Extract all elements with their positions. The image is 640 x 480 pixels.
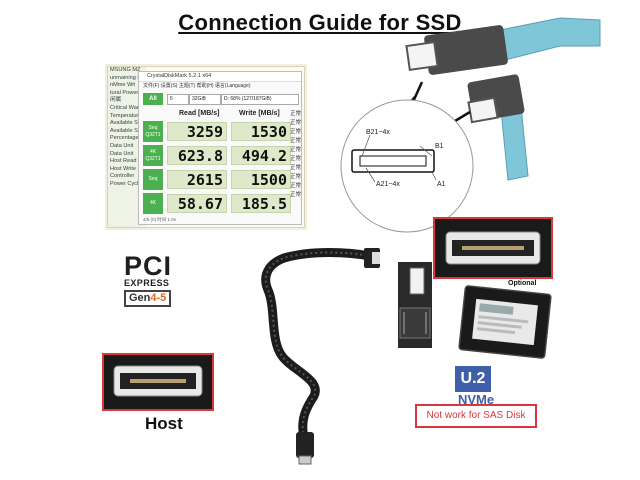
status-text: 正常 <box>290 147 302 153</box>
ssd-label-line <box>476 327 516 335</box>
smart-line: Percentage <box>110 135 139 142</box>
pinout-pins <box>359 155 427 167</box>
leader-line <box>419 145 433 157</box>
pci-logo-text: PCI <box>124 251 173 281</box>
leader-line <box>361 134 371 157</box>
cable-bottom-plug <box>298 455 312 465</box>
status-text: 正常 <box>290 174 302 180</box>
menu-bar: 文件(F) 设置(S) 主题(T) 帮助(H) 语言(Language) <box>143 83 251 89</box>
cable-top-plug <box>372 252 380 264</box>
status-text: 正常 <box>290 111 302 117</box>
write-value: 494.2 <box>231 146 291 165</box>
test-4k-button[interactable]: 4K <box>143 193 163 214</box>
window-title: CrystalDiskMark 5.2.1 x64 <box>139 72 301 82</box>
page-title: Connection Guide for SSD <box>178 10 462 35</box>
smart-line: 闲属 <box>110 97 122 104</box>
write-value: 185.5 <box>231 194 291 213</box>
leader-line <box>431 171 437 181</box>
smart-line: unmaining De <box>110 74 145 81</box>
sas-warning-badge: Not work for SAS Disk <box>415 404 537 428</box>
pci-express-badge: PCI EXPRESS Gen4-5 <box>124 252 186 308</box>
port-contacts <box>130 379 186 383</box>
read-value: 58.67 <box>167 194 227 213</box>
write-value: 1500 <box>231 170 291 189</box>
status-text: 正常 <box>290 183 302 189</box>
smart-line: nMme Wri <box>110 82 136 89</box>
connector-plug <box>467 96 499 124</box>
angled-connector-illustration <box>467 74 529 181</box>
straight-connector-illustration <box>405 17 601 75</box>
leader-line <box>365 167 376 183</box>
connector-body <box>424 25 508 75</box>
nvme-logo: NVMe <box>458 392 495 407</box>
smart-line: Temperature <box>110 112 142 119</box>
smart-line: Host Read <box>110 158 137 165</box>
count-select[interactable]: 5 <box>167 94 189 105</box>
cable-bottom-connector <box>296 432 314 458</box>
pin-label-top: B21~4x <box>366 129 390 136</box>
read-header: Read [MB/s] <box>179 110 220 117</box>
read-value: 2615 <box>167 170 227 189</box>
smart-line: Data Unit <box>110 142 134 149</box>
read-value: 623.8 <box>167 146 227 165</box>
size-select[interactable]: 32GiB <box>189 94 221 105</box>
smart-line: Controller <box>110 173 135 180</box>
gen-numbers: 4-5 <box>150 292 167 304</box>
benchmark-screenshot: MSUNG MZ unmaining De nMme Wri tural Pow… <box>107 66 305 228</box>
smart-line: MSUNG MZ <box>110 67 141 73</box>
ssd-label-line <box>478 315 529 324</box>
smart-line: Data Unit <box>110 150 134 157</box>
ssd-label-stripe <box>478 303 514 315</box>
port-contacts <box>462 246 524 250</box>
ssd-illustration <box>458 285 552 359</box>
adapter-port <box>409 267 425 295</box>
pin-label-bottom: A21~4x <box>376 181 400 188</box>
test-seq-button[interactable]: Seq <box>143 169 163 190</box>
all-button[interactable]: All <box>143 93 163 105</box>
status-text: 正常 <box>290 138 302 144</box>
write-value: 1530 <box>231 122 291 141</box>
braid-texture <box>264 251 371 439</box>
pin-label-right-bottom: A1 <box>437 181 446 188</box>
status-text: 正常 <box>290 156 302 162</box>
smart-line: Critical War <box>110 104 139 111</box>
host-label: Host <box>145 414 183 433</box>
status-footer: 4/5 (0) 时间 1.0s <box>143 217 177 222</box>
smart-line: Available S <box>110 120 138 127</box>
smart-line: tural Power C <box>110 89 144 96</box>
read-value: 3259 <box>167 122 227 141</box>
write-header: Write [MB/s] <box>239 110 280 117</box>
pin-label-right: B1 <box>435 143 444 150</box>
crystaldiskmark-window: CrystalDiskMark 5.2.1 x64 文件(F) 设置(S) 主题… <box>138 71 302 225</box>
gen-prefix: Gen <box>129 292 151 304</box>
status-column: 正常 正常 正常 正常 正常 正常 正常 正常 正常 正常 <box>290 110 306 200</box>
adapter-u2-connector <box>399 307 431 339</box>
status-text: 正常 <box>290 120 302 126</box>
status-text: 正常 <box>290 165 302 171</box>
optional-label: Optional <box>508 280 537 287</box>
drive-select[interactable]: D: 68% (127/187GiB) <box>221 94 299 105</box>
status-text: 正常 <box>290 192 302 198</box>
u2-logo: U.2 <box>455 366 491 392</box>
test-seq-q32t1-button[interactable]: Seq Q32T1 <box>143 121 163 142</box>
express-text: EXPRESS <box>124 278 170 288</box>
smart-line: Power Cycl <box>110 180 139 187</box>
smart-line: Available S <box>110 127 138 134</box>
ribbon-cable <box>499 17 601 61</box>
smart-line: Host Write <box>110 165 137 172</box>
braided-cable <box>261 248 375 443</box>
connector-plug <box>405 41 439 71</box>
ssd-label-line <box>477 321 522 329</box>
gen-box: Gen4-5 <box>124 290 172 307</box>
status-text: 正常 <box>290 129 302 135</box>
test-4k-q32t1-button[interactable]: 4K Q32T1 <box>143 145 163 166</box>
benchmark-controls: All 5 32GiB D: 68% (127/187GiB) <box>143 93 299 105</box>
